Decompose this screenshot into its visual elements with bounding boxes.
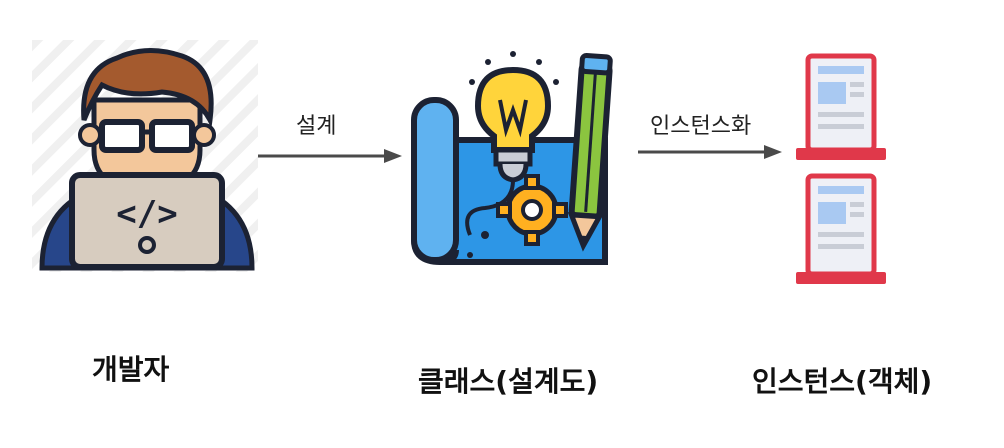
developer-node: </> (32, 40, 258, 272)
class-label: 클래스(설계도) (418, 365, 599, 398)
blueprint-icon (411, 51, 613, 265)
svg-text:</>: </> (116, 194, 177, 234)
document-card-icon (796, 53, 886, 160)
arrow-design (258, 149, 402, 163)
developer-label: 개발자 (92, 353, 170, 386)
edge-label-design: 설계 (296, 114, 337, 139)
arrow-instantiate (638, 145, 782, 159)
developer-icon: </> (32, 40, 258, 272)
instance-a-node (796, 52, 886, 162)
class-node (400, 40, 630, 272)
document-card-icon (796, 173, 886, 284)
instance-label: 인스턴스(객체) (752, 365, 933, 398)
instance-b-node (796, 172, 886, 288)
edge-label-instantiate: 인스턴스화 (650, 114, 752, 139)
